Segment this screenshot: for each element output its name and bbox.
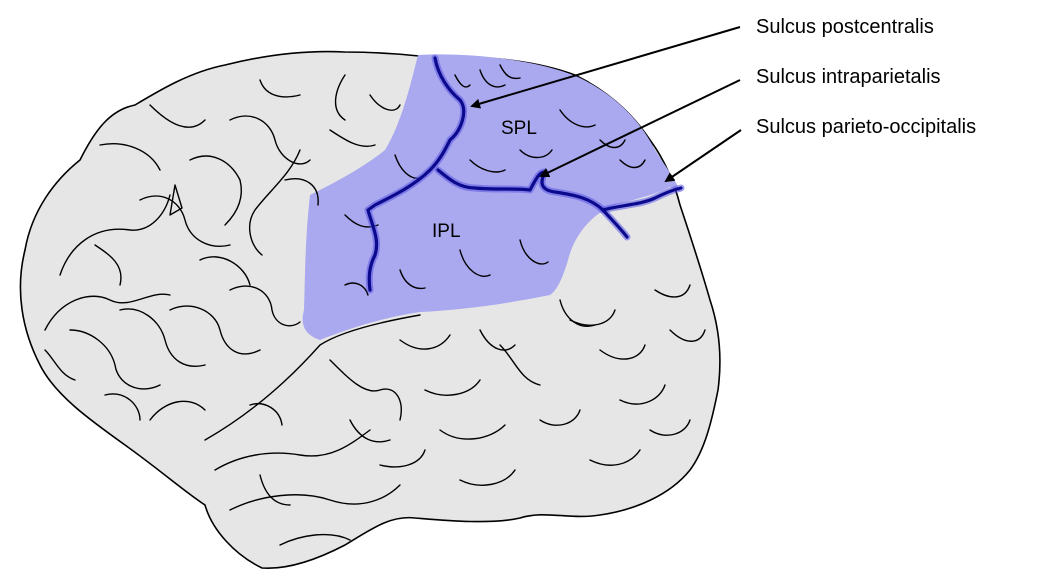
label-sulcus-postcentralis: Sulcus postcentralis [756, 16, 934, 38]
label-spl: SPL [501, 118, 537, 139]
arrow-parieto-occipitalis [666, 130, 741, 181]
label-sulcus-intraparietalis: Sulcus intraparietalis [756, 66, 941, 88]
label-ipl: IPL [432, 221, 461, 242]
label-sulcus-parieto-occipitalis: Sulcus parieto-occipitalis [756, 116, 976, 138]
